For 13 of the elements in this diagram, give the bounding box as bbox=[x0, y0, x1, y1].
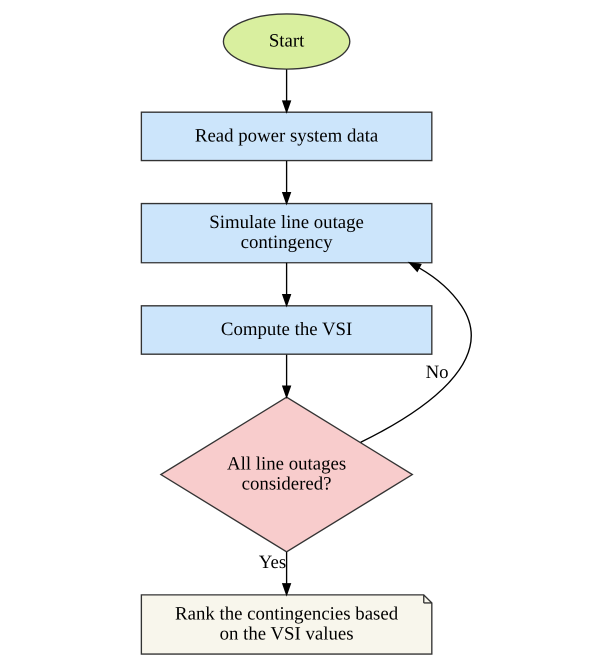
arrow bbox=[282, 262, 292, 308]
node-ellipse: Start bbox=[222, 13, 350, 70]
node-box: Compute the VSI bbox=[140, 305, 432, 355]
node-box: Simulate line outage contingency bbox=[140, 202, 432, 264]
arrow bbox=[282, 552, 292, 597]
arrow bbox=[282, 70, 292, 114]
arrow bbox=[282, 354, 292, 400]
node-box: Read power system data bbox=[140, 111, 432, 162]
node-diamond: All line outages considered? bbox=[160, 396, 414, 553]
arrow bbox=[282, 160, 292, 206]
edge-label: Yes bbox=[258, 552, 286, 574]
edge-label: No bbox=[426, 362, 449, 383]
arrow bbox=[360, 262, 472, 443]
